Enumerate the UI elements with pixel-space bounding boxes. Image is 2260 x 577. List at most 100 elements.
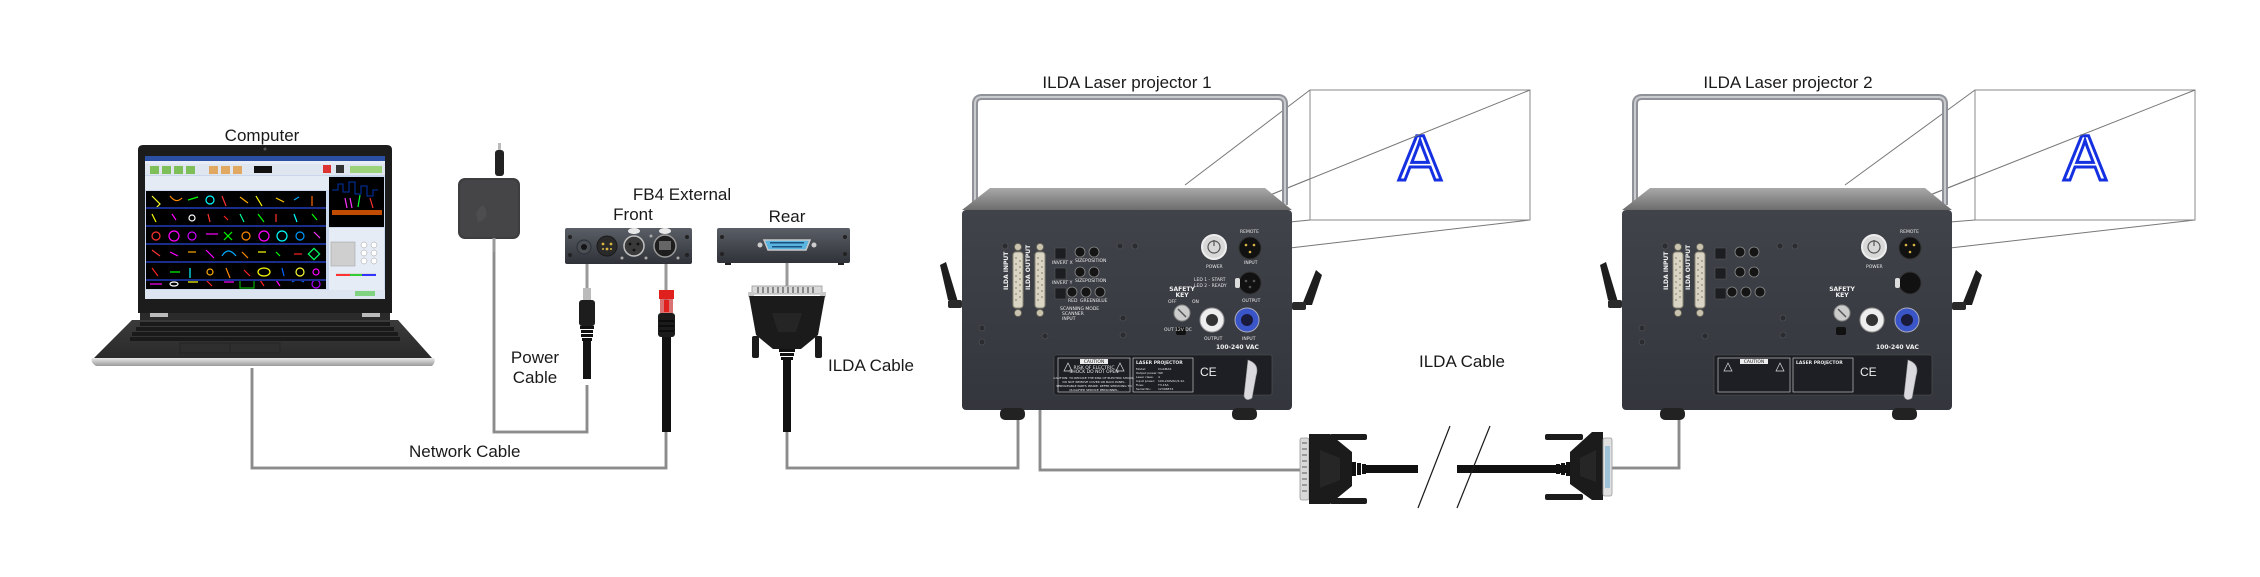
fb4-external-label: FB4 External: [632, 185, 732, 204]
on-label-1: ON: [1192, 299, 1199, 305]
fb4-rear-label: Rear: [768, 207, 806, 226]
caution-text-2: DO NOT REMOVE COVER OR BACK PANEL.: [1062, 380, 1125, 384]
ilda-cable-right-label: ILDA Cable: [1419, 352, 1505, 371]
scanner-label: SCANNER: [1062, 311, 1084, 317]
rj45-plug: [658, 290, 675, 432]
invert-y-label: INVERT Y: [1052, 280, 1073, 286]
projected-glyph-2: A: [2064, 122, 2107, 194]
network-cable-label: Network Cable: [409, 442, 521, 461]
projector-2-label: ILDA Laser projector 2: [1703, 73, 1873, 92]
spec-value: ClubMAX: [1158, 367, 1171, 371]
remote-output-label-1: OUTPUT: [1242, 298, 1261, 304]
webcam-icon: [263, 147, 267, 151]
ilda-output-label-2: ILDA OUTPUT: [1685, 244, 1692, 290]
laptop: [91, 145, 435, 366]
power-cable-label-line2: Cable: [512, 367, 558, 387]
caution-label-1: CAUTION: [1084, 359, 1105, 365]
laptop-keyboard: [130, 322, 400, 341]
dmx-xlr-female: [623, 235, 645, 257]
caution-text-1: CAUTION: TO REDUCE THE RISK OF ELECTRIC …: [1054, 376, 1135, 380]
red-label: RED: [1068, 298, 1078, 304]
power-output-label-1: OUTPUT: [1204, 336, 1223, 342]
position-x-label: POSITION: [1085, 258, 1106, 264]
power-button-2: [1861, 234, 1887, 260]
ce-mark-1: CE: [1200, 365, 1217, 379]
dc-out-label-1: OUT 12V DC: [1164, 327, 1192, 333]
invert-x-label: INVERT X: [1052, 260, 1073, 266]
ilda-input-label-1: ILDA INPUT: [1003, 251, 1010, 290]
remote-label-1: REMOTE: [1240, 229, 1259, 235]
fb4-front-panel: [565, 228, 692, 264]
laptop-screen: [145, 156, 385, 299]
scanning-mode-label: SCANNING MODE: [1060, 306, 1099, 312]
caution-sub2: SHOCK DO NOT OPEN: [1069, 369, 1118, 375]
spec-key: Serial No.:: [1136, 387, 1151, 391]
safety-key-label-2a: SAFETY: [1829, 286, 1855, 293]
network-cable-line: [250, 368, 668, 470]
remote-label-2: REMOTE: [1900, 229, 1919, 235]
spec-key: Model:: [1136, 367, 1146, 371]
db25-port: [762, 239, 812, 251]
laptop-rim: [91, 358, 435, 366]
caution-text-4: QUALIFIED SERVICE PERSONNEL.: [1069, 388, 1119, 392]
power-cable-label-line1: Power: [510, 348, 560, 367]
caution-text-3: SERVICEABLE PARTS INSIDE. REFER SERVICIN…: [1056, 384, 1132, 388]
spec-value: 3W: [1158, 371, 1163, 375]
blue-label: BLUE: [1096, 298, 1108, 304]
safety-key-label-2b: KEY: [1835, 292, 1849, 299]
laser-projector-1: A ILDA INPUT ILDA OUTPUT INVERT X INVERT…: [940, 89, 1531, 420]
power-label-2: POWER: [1866, 264, 1883, 270]
power-label-1: POWER: [1206, 264, 1223, 270]
cable-break-slash-left: [1417, 425, 1451, 509]
ce-mark-2: CE: [1860, 365, 1877, 379]
size-y-label: SIZE: [1075, 278, 1085, 284]
safety-key-label-1: SAFETY: [1169, 286, 1195, 293]
power-adapter: [458, 143, 520, 252]
projection-screen-1: [1309, 89, 1531, 221]
dmx-xlr-male: [596, 235, 618, 257]
computer-label: Computer: [224, 126, 300, 145]
laser-projector-2: A ILDA INPUT ILDA OUTPUT POWER REMOTE: [1600, 89, 2196, 420]
vac-label-1: 100-240 VAC: [1216, 344, 1260, 351]
projector-1-label: ILDA Laser projector 1: [1042, 73, 1212, 92]
laser-thumbnail-grid: [146, 195, 326, 289]
power-cable-line: [492, 252, 589, 434]
spec-key: Laser class:: [1136, 375, 1154, 379]
position-y-label: POSITION: [1085, 278, 1106, 284]
scan-input-label: INPUT: [1062, 316, 1076, 322]
locking-handle-2: [1903, 359, 1918, 400]
ilda-link-cable: [1299, 425, 1613, 509]
green-label: GREEN: [1080, 298, 1096, 304]
power-input-label-1: INPUT: [1242, 336, 1256, 342]
caution-label-2: CAUTION: [1744, 359, 1765, 365]
size-x-label: SIZE: [1075, 258, 1085, 264]
led2-label-1: LED 2 - READY: [1194, 283, 1227, 289]
locking-handle-1: [1243, 359, 1258, 400]
laser-projector-label-1: LASER PROJECTOR: [1136, 360, 1183, 366]
dc-plug: [579, 288, 595, 379]
cable-break-slash-right: [1456, 425, 1491, 509]
safety-key-label-2: KEY: [1175, 292, 1189, 299]
projected-glyph-1: A: [1399, 122, 1442, 194]
spec-key: Output power:: [1136, 371, 1158, 375]
led1-label-1: LED 1 - START: [1194, 277, 1226, 283]
ilda-output-label-1: ILDA OUTPUT: [1025, 244, 1032, 290]
vac-label-2: 100-240 VAC: [1876, 344, 1920, 351]
spec-value: 4: [1158, 375, 1160, 379]
spec-value: T3.15A: [1157, 383, 1170, 387]
power-button-1: [1201, 234, 1227, 260]
ilda-input-label-2: ILDA INPUT: [1663, 251, 1670, 290]
power-cable-label: Power Cable: [511, 348, 559, 387]
spec-value: 12306874: [1158, 387, 1173, 391]
fb4-front-label: Front: [613, 205, 653, 224]
spec-key: Fuse:: [1136, 383, 1144, 387]
ilda-cable-left-label: ILDA Cable: [828, 356, 914, 375]
spec-value: 100-240VAC/2.2A: [1158, 379, 1185, 383]
caution-sub1: RISK OF ELECTRIC: [1074, 365, 1115, 371]
laser-projector-label-2: LASER PROJECTOR: [1796, 360, 1843, 366]
off-label-1: OFF: [1168, 299, 1177, 305]
remote-input-label-1: INPUT: [1244, 260, 1258, 266]
projection-screen-2: [1974, 89, 2196, 221]
